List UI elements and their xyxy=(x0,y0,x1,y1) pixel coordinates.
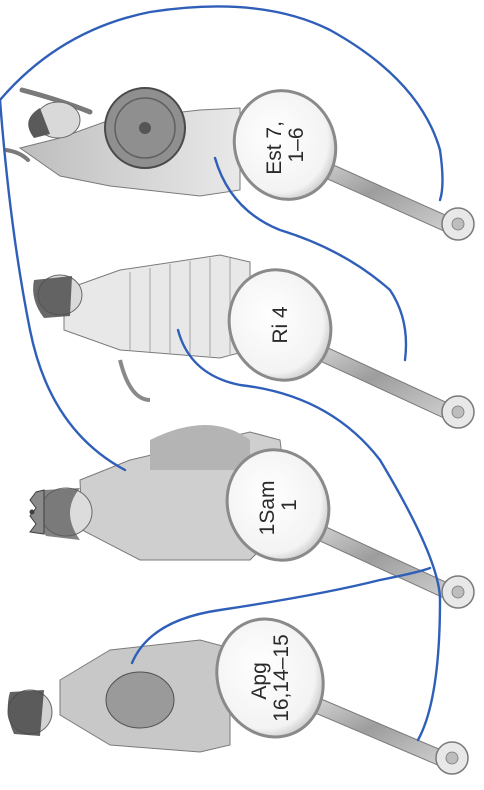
hand-mirror-4: Apg 16,14–15 xyxy=(199,603,468,774)
mirror-3-line-1: 1Sam xyxy=(256,480,279,535)
head-shape xyxy=(8,690,52,736)
crown-icon xyxy=(30,490,45,534)
head-shape xyxy=(28,102,80,138)
mirror-1-line-1: Est 7, xyxy=(263,121,286,175)
mirror-2-line-1: Ri 4 xyxy=(269,306,292,344)
svg-text:Ri 4: Ri 4 xyxy=(269,306,292,344)
head-shape xyxy=(37,488,92,540)
shield-icon xyxy=(105,88,185,168)
mirror-4-line-1: Apg xyxy=(248,662,271,699)
woman-with-basket-figure xyxy=(8,640,230,752)
mirror-3-line-2: 1 xyxy=(278,499,301,511)
mirror-4-line-2: 16,14–15 xyxy=(270,634,293,722)
hand-mirror-1: Est 7, 1–6 xyxy=(218,75,474,240)
hand-mirror-3: 1Sam 1 xyxy=(211,434,474,608)
mirror-1-line-2: 1–6 xyxy=(285,127,308,162)
hand-mirror-2: Ri 4 xyxy=(213,254,474,428)
woman-with-shield-figure xyxy=(6,88,240,196)
